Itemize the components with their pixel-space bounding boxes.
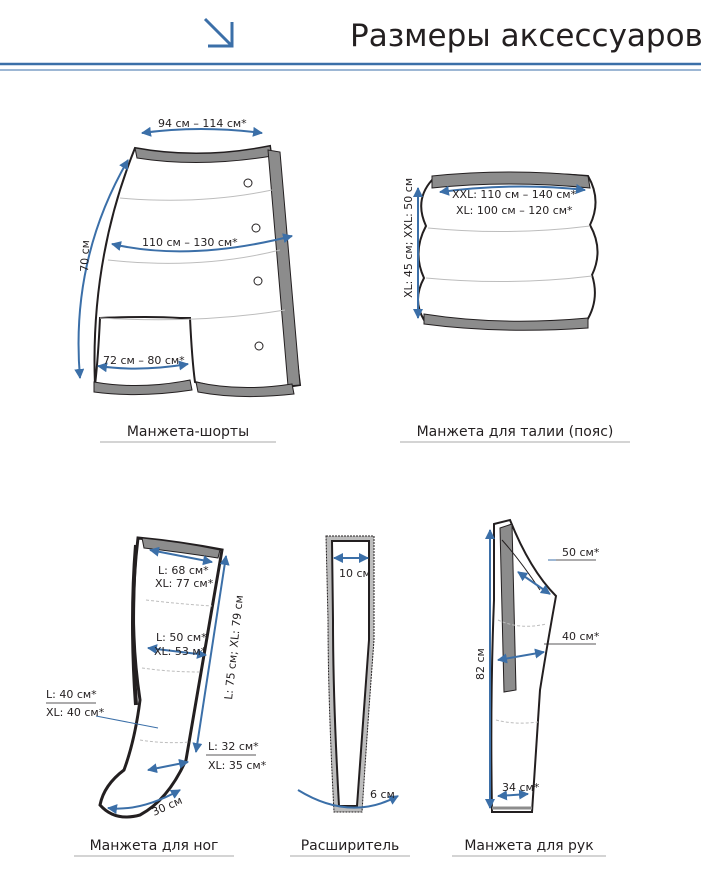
leg-top-xl-label: XL: 77 см* <box>155 577 214 590</box>
expander-drawing <box>325 535 375 813</box>
shorts-thigh-label: 72 см – 80 см* <box>103 354 185 367</box>
belt-xl-label: XL: 100 см – 120 см* <box>456 204 573 217</box>
arm-length-label: 82 см <box>474 648 487 680</box>
leg-ankle-l-label: L: 32 см* <box>208 740 259 753</box>
belt-caption: Манжета для талии (пояс) <box>416 424 614 440</box>
leg-knee-xl-label: XL: 40 см* <box>46 706 105 719</box>
shorts-hips-label: 110 см – 130 см* <box>142 236 238 249</box>
leg-mid-xl-label: XL: 53 м* <box>154 645 207 658</box>
arrow-down-right-icon <box>203 17 234 48</box>
leg-length-label: L: 75 см; XL: 79 см <box>222 594 246 700</box>
page-title: Размеры аксессуаров <box>350 18 701 54</box>
leg-mid-l-label: L: 50 см* <box>156 631 207 644</box>
arm-wrist-label: 34 см* <box>502 781 540 794</box>
belt-xxl-label: XXL: 110 см – 140 см* <box>452 188 577 201</box>
expander-bottom-label: 6 см <box>370 788 395 801</box>
arm-caption: Манжета для рук <box>464 838 594 854</box>
shorts-waist-label: 94 см – 114 см* <box>158 117 247 130</box>
belt-drawing <box>417 171 599 331</box>
leg-ankle-xl-label: XL: 35 см* <box>208 759 267 772</box>
arm-mid-label: 40 см* <box>562 630 600 643</box>
expander-caption: Расширитель <box>300 838 400 854</box>
belt-height-label: XL: 45 см; XXL: 50 см <box>402 178 415 298</box>
shorts-drawing <box>93 144 302 398</box>
expander-top-label: 10 см <box>339 567 371 580</box>
leg-caption: Манжета для ног <box>89 838 219 854</box>
shorts-length-label: 70 см <box>78 240 92 272</box>
leg-top-l-label: L: 68 см* <box>158 564 209 577</box>
arm-upper-label: 50 см* <box>562 546 600 559</box>
leg-knee-l-label: L: 40 см* <box>46 688 97 701</box>
arm-drawing <box>490 518 558 813</box>
shorts-caption: Манжета-шорты <box>126 424 250 440</box>
